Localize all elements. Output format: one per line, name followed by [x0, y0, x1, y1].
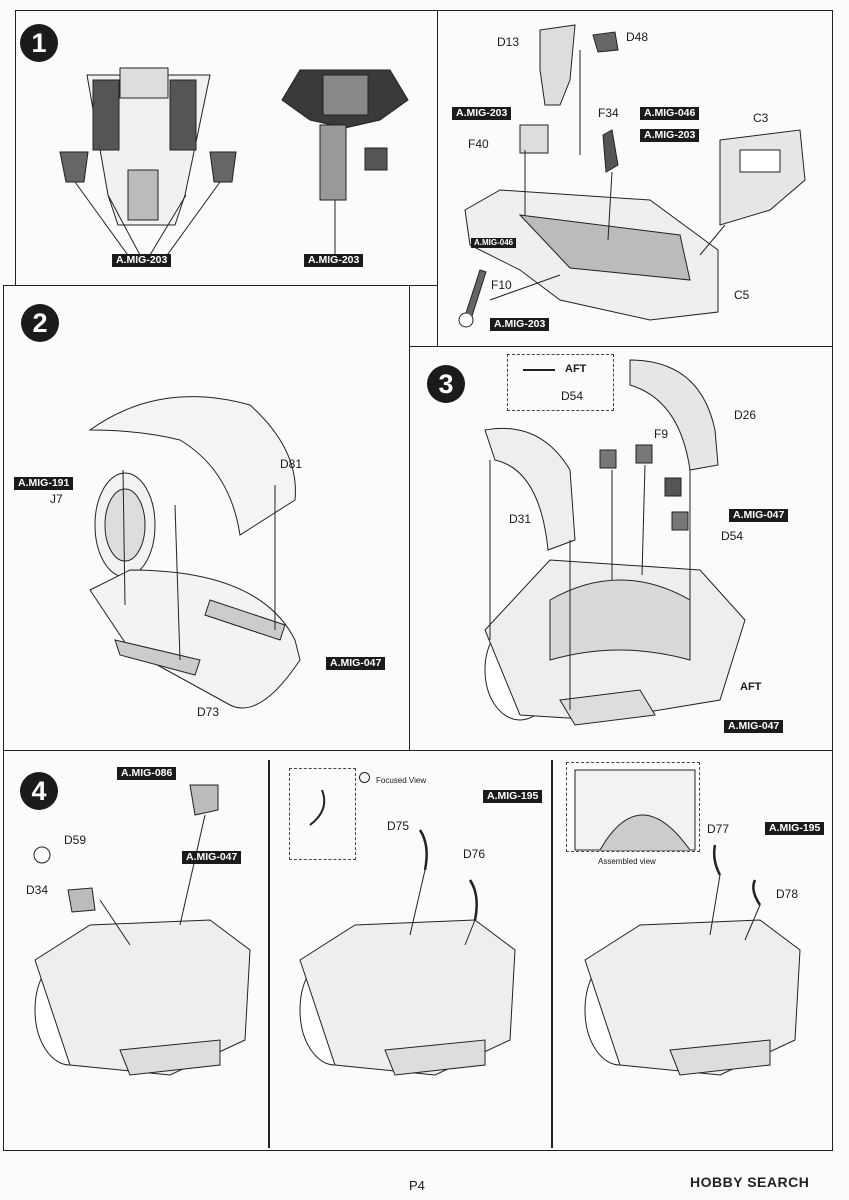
paint-callout-j7: A.MIG-191 — [14, 477, 74, 490]
part-label-d78: D78 — [776, 887, 799, 901]
part-label-d77: D77 — [707, 822, 730, 836]
part-label-d34: D34 — [26, 883, 49, 897]
hobby-search-watermark: HOBBY SEARCH — [690, 1174, 809, 1190]
paint-callout-panel: A.MIG-203 — [304, 254, 364, 267]
paint-callout-d54: A.MIG-047 — [729, 509, 789, 522]
cockpit-tub-drawing — [59, 67, 237, 259]
step2-fuselage-drawing — [88, 396, 301, 709]
aft-indicator-inset: AFT — [565, 363, 587, 375]
instrument-panel-drawing — [281, 69, 409, 258]
paint-callout-d75-d76: A.MIG-195 — [483, 790, 543, 803]
part-label-f10: F10 — [491, 278, 512, 292]
part-label-f9: F9 — [654, 427, 669, 441]
part-label-d73: D73 — [197, 705, 220, 719]
paint-callout-c3: A.MIG-203 — [640, 129, 700, 142]
page-number: P4 — [409, 1178, 425, 1193]
paint-callout-d34: A.MIG-047 — [182, 851, 242, 864]
step-number-2: 2 — [21, 304, 59, 342]
part-label-j7: J7 — [50, 492, 63, 506]
part-label-d13: D13 — [497, 35, 520, 49]
part-label-d26: D26 — [734, 408, 757, 422]
paint-callout-d59-box: A.MIG-086 — [117, 767, 177, 780]
paint-callout-d77-d78: A.MIG-195 — [765, 822, 825, 835]
magnifier-icon — [359, 772, 370, 783]
focused-view-caption: Focused View — [376, 776, 427, 785]
part-label-d54: D54 — [721, 529, 744, 543]
paint-callout-f34: A.MIG-046 — [640, 107, 700, 120]
part-label-d59: D59 — [64, 833, 87, 847]
aft-arrow-inset — [523, 369, 555, 371]
part-label-f40: F40 — [468, 137, 489, 151]
part-label-d76: D76 — [463, 847, 486, 861]
step4-assembly-3 — [574, 769, 801, 1076]
step4-panel — [3, 750, 833, 1151]
assembled-view-box — [566, 762, 700, 852]
part-label-c3: C3 — [753, 111, 769, 125]
part-label-d48: D48 — [626, 30, 649, 44]
assembled-view-caption: Assembled view — [598, 857, 656, 866]
paint-callout-f10-2: A.MIG-203 — [490, 318, 550, 331]
part-label-f34: F34 — [598, 106, 619, 120]
step4-divider-1 — [268, 760, 270, 1148]
part-label-d81: D81 — [280, 457, 303, 471]
step-number-4: 4 — [20, 772, 58, 810]
paint-callout-frame: A.MIG-047 — [724, 720, 784, 733]
part-label-d54-inset: D54 — [561, 389, 584, 403]
step-number-3: 3 — [427, 365, 465, 403]
step1-right-assembly — [458, 24, 806, 328]
aft-inset-box — [507, 354, 614, 411]
step4-divider-2 — [551, 760, 553, 1148]
part-label-d75: D75 — [387, 819, 410, 833]
aft-indicator: AFT — [740, 681, 762, 693]
paint-callout-f40: A.MIG-203 — [452, 107, 512, 120]
step3-assembly-drawing — [484, 359, 746, 726]
watermark-text: HOBBY SEARCH — [690, 1174, 810, 1190]
paint-callout-f10: A.MIG-046 — [471, 238, 517, 248]
step4-assembly-2 — [299, 789, 516, 1076]
part-label-c5: C5 — [734, 288, 750, 302]
part-label-d31: D31 — [509, 512, 532, 526]
step4-assembly-1 — [33, 784, 251, 1076]
paint-callout-d73: A.MIG-047 — [326, 657, 386, 670]
focused-view-box — [289, 768, 356, 860]
paint-callout-tub: A.MIG-203 — [112, 254, 172, 267]
step-number-1: 1 — [20, 24, 58, 62]
